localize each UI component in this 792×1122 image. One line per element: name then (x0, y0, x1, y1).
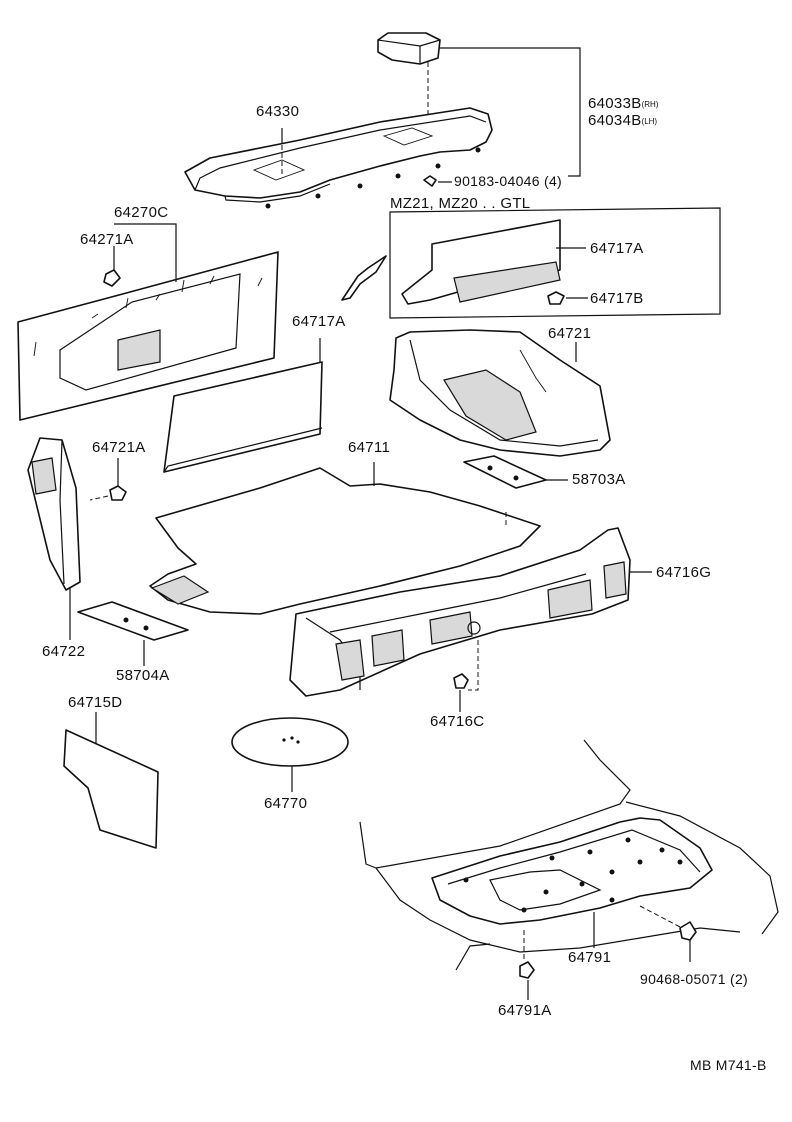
label-64717a-lower: 64717A (292, 313, 346, 330)
part-64717b-clip (547, 291, 588, 305)
label-64033b-side: (RH) (641, 100, 659, 109)
part-64717a-lower-board (163, 361, 323, 473)
direction-arrow (341, 255, 387, 301)
label-58704a: 58704A (116, 667, 170, 684)
diagram-code: MB M741-B (690, 1057, 767, 1073)
label-64033b: 64033B(RH) (588, 96, 658, 111)
label-64270c: 64270C (114, 204, 169, 221)
label-64722: 64722 (42, 643, 86, 660)
label-64271a: 64271A (80, 231, 134, 248)
label-64717a-upper: 64717A (590, 240, 644, 257)
part-64721a-clip (89, 458, 127, 501)
part-90468-clip (639, 905, 697, 962)
part-58704a-plate (77, 601, 189, 641)
part-64270c-lid-trim (17, 251, 279, 421)
part-64791a-clip (519, 930, 535, 1000)
label-90468: 90468-05071 (2) (640, 971, 749, 987)
label-64716g: 64716G (656, 564, 712, 581)
part-64715d-piece (63, 729, 159, 849)
label-64770: 64770 (264, 795, 308, 812)
part-64330-package-tray (184, 107, 493, 203)
part-90183-screw (423, 175, 452, 187)
label-64711: 64711 (348, 439, 391, 456)
label-64034b-side: (LH) (641, 117, 658, 126)
bracket-64270c (114, 223, 177, 282)
label-64721: 64721 (548, 325, 592, 342)
part-64770-disk (231, 717, 349, 767)
label-64330: 64330 (256, 103, 300, 120)
part-64716c-clip (453, 640, 479, 712)
part-64711-trunk-mat (149, 467, 541, 615)
variant-box (389, 207, 721, 319)
label-64791a: 64791A (498, 1002, 552, 1019)
part-64791-lid-trim (431, 817, 713, 925)
label-58703a: 58703A (572, 471, 626, 488)
bracket-64033b (440, 47, 581, 177)
label-64715d: 64715D (68, 694, 123, 711)
part-58703a-plate (463, 455, 568, 489)
label-64721a: 64721A (92, 439, 146, 456)
part-64716g-rear-trim (289, 527, 631, 697)
label-64034b: 64034B(LH) (588, 113, 657, 128)
label-64033b-number: 64033B (588, 95, 642, 112)
label-64717b: 64717B (590, 290, 644, 307)
label-64716c: 64716C (430, 713, 485, 730)
part-64721-side-trim (389, 329, 611, 457)
tray-clips (265, 147, 481, 209)
label-90183: 90183-04046 (4) (454, 173, 563, 189)
label-64791: 64791 (568, 949, 612, 966)
part-64271a-clip (103, 246, 121, 287)
part-64722-side-panel (27, 437, 81, 591)
label-64034b-number: 64034B (588, 112, 642, 129)
part-64717a-upper-board (401, 219, 586, 305)
part-64033b-clip (377, 32, 441, 65)
label-variant-note: MZ21, MZ20 . . GTL (390, 195, 531, 212)
